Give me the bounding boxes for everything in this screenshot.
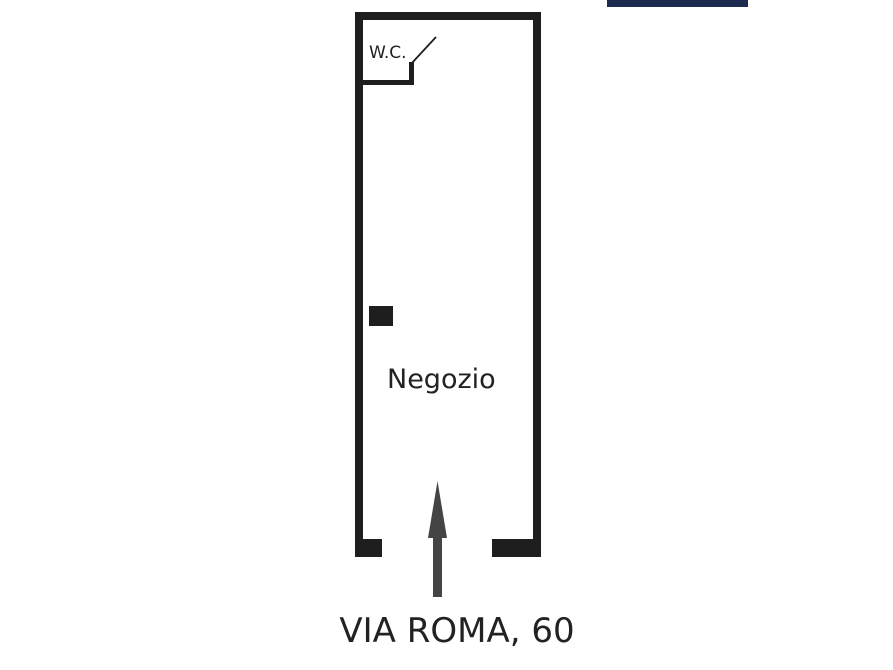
wall-bottom-right [492,539,541,557]
wall-right [533,12,541,557]
header-accent-bar [607,0,748,7]
arrow-up-icon [428,481,447,597]
wc-room: W.C. [355,36,437,85]
arrow-head [428,481,447,538]
wall-top [355,12,541,20]
wc-door-swing [410,36,437,65]
street-address: VIA ROMA, 60 [339,611,574,651]
wall-left [355,12,363,557]
wc-wall-bottom [355,80,414,85]
shop-label: Negozio [387,364,496,395]
pillar [369,306,393,326]
arrow-shaft [433,534,442,597]
wc-label: W.C. [369,43,407,63]
walls [355,12,541,557]
wc-wall-side [409,62,414,85]
wall-bottom-left [355,539,382,557]
